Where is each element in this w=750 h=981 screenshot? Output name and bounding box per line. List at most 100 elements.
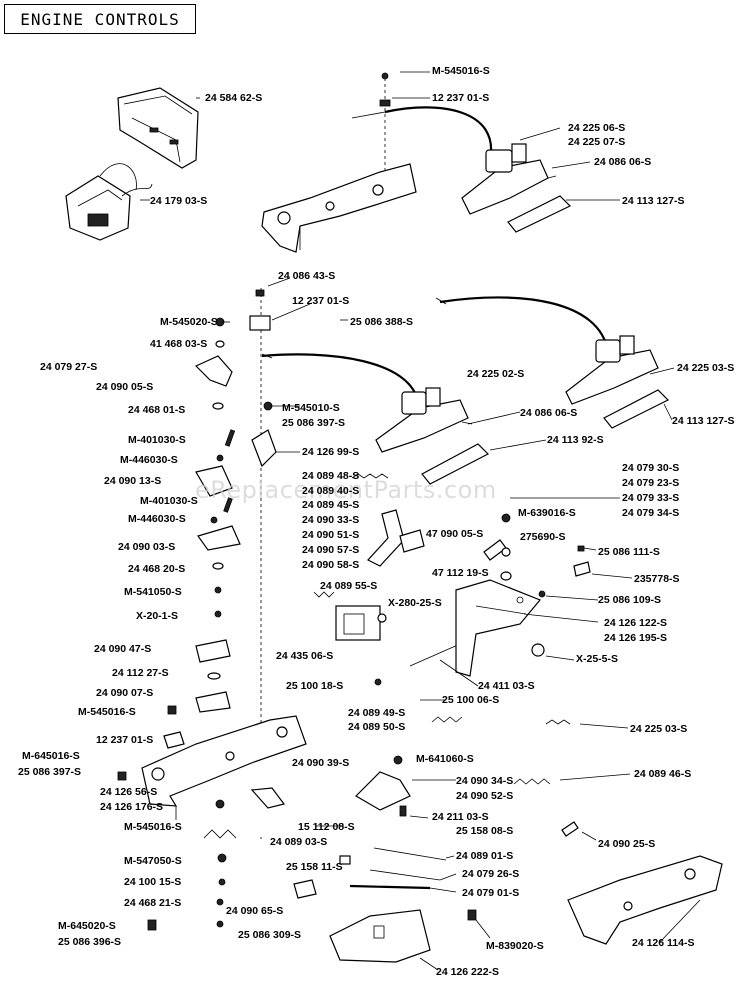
part-number-label: 41 468 03-S bbox=[150, 338, 208, 350]
middle-lever-part bbox=[421, 443, 490, 485]
part-number-label: 24 126 99-S bbox=[302, 446, 360, 458]
part-number-label: M-401030-S bbox=[128, 434, 186, 446]
upper-right-cable bbox=[439, 296, 610, 353]
part-number-label: 24 126 114-S bbox=[632, 937, 695, 949]
part-number-label: M-446030-S bbox=[120, 454, 178, 466]
watermark: eReplacementParts.com bbox=[195, 476, 497, 504]
part-number-label: 12 237 01-S bbox=[432, 92, 490, 104]
part-number-label: 25 086 388-S bbox=[350, 316, 414, 328]
part-number-label: 24 100 15-S bbox=[124, 876, 182, 888]
part-number-label: M-446030-S bbox=[128, 513, 186, 525]
part-number-label: 24 411 03-S bbox=[478, 680, 535, 692]
clip-12-237-01 bbox=[163, 731, 185, 749]
part-number-label: 24 225 03-S bbox=[677, 362, 735, 374]
plate-24-126-222 bbox=[329, 909, 431, 963]
part-number-label: 24 435 06-S bbox=[276, 650, 334, 662]
part-number-label: 24 468 21-S bbox=[124, 897, 182, 909]
clip-25-158-11 bbox=[339, 855, 351, 865]
block-24-126-99 bbox=[251, 429, 277, 468]
part-number-label: 275690-S bbox=[520, 531, 566, 543]
part-number-label: M-545016-S bbox=[432, 65, 490, 77]
link-24-090-47 bbox=[195, 639, 231, 663]
lever-24-090-03 bbox=[197, 525, 241, 551]
part-number-label: 24 079 26-S bbox=[462, 868, 520, 880]
part-number-label: 25 086 111-S bbox=[598, 546, 660, 558]
part-number-label: 24 090 47-S bbox=[94, 643, 152, 655]
part-number-label: 235778-S bbox=[634, 573, 680, 585]
part-number-label: 24 079 27-S bbox=[40, 361, 98, 373]
link-24-090-07 bbox=[195, 691, 231, 713]
bracket-24-126-122 bbox=[455, 579, 541, 677]
solenoid-24-435-06 bbox=[335, 605, 387, 641]
part-number-label: 24 126 195-S bbox=[604, 632, 668, 644]
part-number-label: 24 113 127-S bbox=[622, 195, 685, 207]
top-cable-control-part bbox=[461, 143, 549, 215]
middle-control-part bbox=[375, 387, 469, 453]
part-number-label: 24 090 07-S bbox=[96, 687, 154, 699]
part-number-label: X-20-1-S bbox=[136, 610, 179, 622]
part-number-label: 24 090 33-S bbox=[302, 514, 360, 526]
screw-part bbox=[255, 289, 265, 297]
part-number-label: 24 086 43-S bbox=[278, 270, 336, 282]
clip-part bbox=[249, 315, 271, 331]
part-number-label: M-401030-S bbox=[140, 495, 198, 507]
part-number-label: 24 089 03-S bbox=[270, 836, 328, 848]
part-number-label: 24 089 01-S bbox=[456, 850, 514, 862]
part-number-label: 24 584 62-S bbox=[205, 92, 263, 104]
part-number-label: 24 086 06-S bbox=[520, 407, 578, 419]
part-number-label: M-541050-S bbox=[124, 586, 182, 598]
rod-24-079-01 bbox=[349, 884, 431, 890]
part-number-label: M-545016-S bbox=[124, 821, 182, 833]
spring-24-089-03 bbox=[203, 829, 237, 839]
rod-24-079-26 bbox=[369, 869, 441, 881]
part-number-label: 25 086 396-S bbox=[58, 936, 122, 948]
part-number-label: 24 079 01-S bbox=[462, 887, 520, 899]
part-number-label: 25 100 06-S bbox=[442, 694, 500, 706]
part-number-label: M-545010-S bbox=[282, 402, 340, 414]
lever-24-090-05 bbox=[194, 355, 233, 387]
part-number-label: 24 126 176-S bbox=[100, 801, 164, 813]
part-number-label: M-641060-S bbox=[416, 753, 474, 765]
spring-24-089-49 bbox=[431, 716, 463, 723]
part-number-label: 24 090 03-S bbox=[118, 541, 176, 553]
part-number-label: 25 158 08-S bbox=[456, 825, 514, 837]
part-number-label: 24 126 122-S bbox=[604, 617, 668, 629]
part-number-label: 24 113 92-S bbox=[547, 434, 604, 446]
part-number-label: 24 090 51-S bbox=[302, 529, 360, 541]
upper-right-lever-part bbox=[603, 389, 670, 429]
part-number-label: 24 225 07-S bbox=[568, 136, 626, 148]
clip-235778 bbox=[573, 561, 591, 577]
middle-cable bbox=[261, 353, 420, 403]
part-number-label: 24 090 52-S bbox=[456, 790, 514, 802]
part-number-label: 24 090 65-S bbox=[226, 905, 284, 917]
pin-25-158-08 bbox=[561, 821, 579, 837]
part-number-label: M-545016-S bbox=[78, 706, 136, 718]
part-number-label: 24 468 20-S bbox=[128, 563, 186, 575]
part-number-label: 24 089 40-S bbox=[302, 485, 360, 497]
upper-right-control-part bbox=[565, 335, 659, 405]
part-number-label: 12 237 01-S bbox=[96, 734, 154, 746]
top-lever-part bbox=[507, 195, 572, 233]
plate-24-090-13 bbox=[195, 465, 233, 497]
part-number-label: 24 090 25-S bbox=[598, 838, 656, 850]
lever-24-090-33 bbox=[367, 509, 405, 567]
part-number-label: 24 090 57-S bbox=[302, 544, 360, 556]
control-box-part bbox=[117, 87, 199, 169]
diagram-title: ENGINE CONTROLS bbox=[4, 4, 196, 34]
part-number-label: 24 112 27-S bbox=[112, 667, 169, 679]
spring-24-089-48 bbox=[351, 473, 389, 479]
spring-24-089-55 bbox=[313, 591, 335, 598]
part-number-label: 24 079 34-S bbox=[622, 507, 680, 519]
harness-switch-part bbox=[65, 163, 153, 241]
part-number-label: 24 089 50-S bbox=[348, 721, 406, 733]
bracket-24-126-114 bbox=[567, 855, 723, 945]
part-number-label: M-645016-S bbox=[22, 750, 80, 762]
rod-24-411-03 bbox=[409, 643, 461, 667]
lever-24-090-39 bbox=[250, 787, 286, 809]
lever-24-090-65 bbox=[293, 879, 317, 899]
part-number-label: 25 086 397-S bbox=[18, 766, 82, 778]
part-number-label: 24 126 222-S bbox=[436, 966, 500, 978]
part-number-label: 24 090 05-S bbox=[96, 381, 154, 393]
part-number-label: 24 113 127-S bbox=[672, 415, 735, 427]
part-number-label: 24 090 34-S bbox=[456, 775, 514, 787]
